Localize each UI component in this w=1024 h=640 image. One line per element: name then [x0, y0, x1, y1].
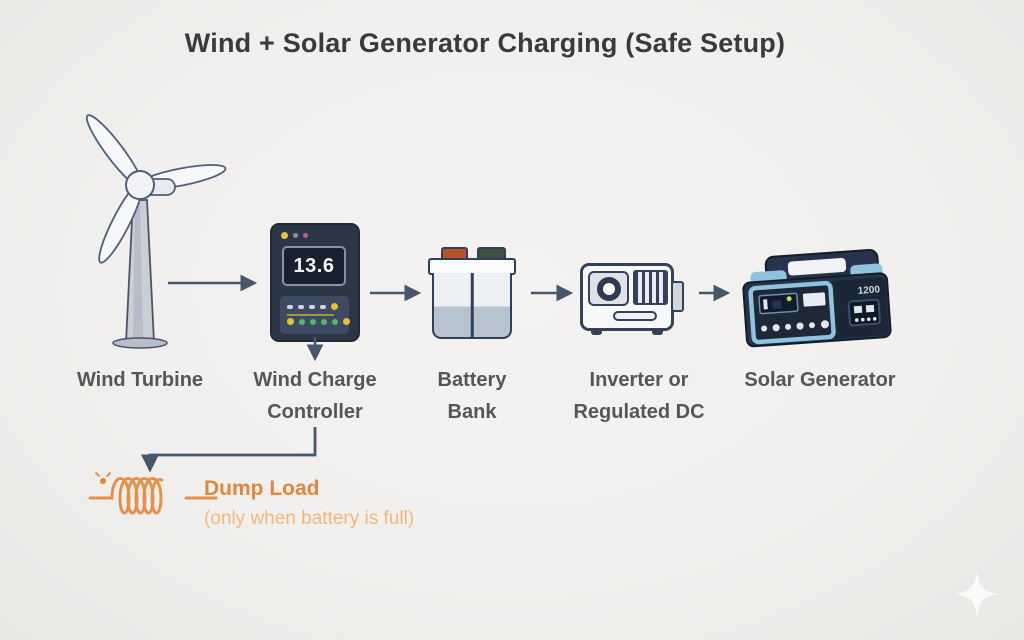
- inverter-foot: [591, 328, 602, 335]
- label-inverter: Inverter or Regulated DC: [573, 369, 705, 423]
- led-yellow: [281, 232, 288, 239]
- label-charge-controller: Wind Charge Controller: [253, 369, 377, 423]
- dump-load-title: Dump Load: [204, 477, 320, 500]
- connector-to-dump-load: [140, 427, 317, 473]
- controller-indicator-panel: [280, 296, 350, 334]
- charge-controller-icon: 13.6: [270, 223, 360, 342]
- led-gray: [293, 233, 298, 238]
- inverter-side-connector: [671, 281, 684, 312]
- label-battery-bank: Battery Bank: [437, 369, 507, 423]
- inverter-icon: [580, 263, 684, 335]
- solar-generator-badge: 1200: [857, 284, 880, 297]
- solar-generator-icon: 1200: [728, 240, 900, 352]
- label-wind-turbine: Wind Turbine: [76, 369, 204, 391]
- indicator-row-top: [287, 303, 338, 310]
- led-red: [303, 233, 308, 238]
- inverter-foot: [652, 328, 663, 335]
- label-solar-generator: Solar Generator: [744, 369, 896, 391]
- battery-cell-divider: [470, 273, 474, 337]
- indicator-row-bottom: [287, 318, 350, 325]
- inverter-vent-grill: [633, 270, 668, 305]
- resistor-coil-icon: [88, 468, 218, 533]
- battery-body: [432, 273, 512, 339]
- sparkle-icon: [956, 571, 998, 618]
- inverter-dial-panel: [588, 271, 629, 306]
- indicator-divider: [287, 314, 334, 316]
- controller-voltage-display: 13.6: [282, 246, 346, 286]
- battery-icon: [428, 247, 516, 340]
- inverter-slot: [613, 311, 657, 321]
- wind-turbine-icon: [55, 112, 235, 357]
- dump-load-note: (only when battery is full): [204, 508, 415, 529]
- inverter-dial: [596, 276, 621, 301]
- controller-status-leds: [281, 232, 308, 239]
- diagram-title: Wind + Solar Generator Charging (Safe Se…: [184, 28, 786, 58]
